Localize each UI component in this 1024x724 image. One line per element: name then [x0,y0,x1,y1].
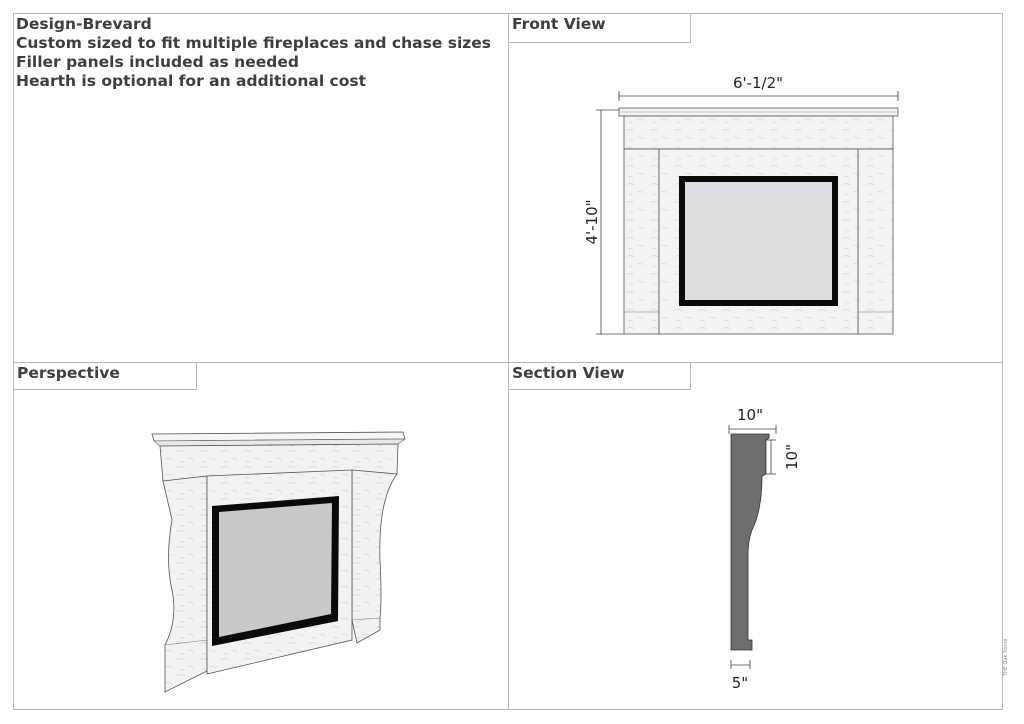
firebox-glass [685,182,832,300]
mantel-frieze [623,115,894,150]
design-notes: Design-Brevard Custom sized to fit multi… [16,15,491,91]
height-dimension-text: 4'-10" [583,199,601,244]
perspective-firebox-glass [219,503,332,637]
note-hearth: Hearth is optional for an additional cos… [16,72,367,90]
top-dimension-text: 10" [737,406,763,424]
design-title: Design-Brevard [16,15,152,33]
perspective-drawing [151,431,406,693]
front-view-drawing: 6'-1/2" 4'-10" [583,74,899,335]
left-leg [623,148,660,335]
note-custom-size: Custom sized to fit multiple fireplaces … [16,34,492,52]
front-view-label: Front View [509,14,691,43]
perspective-right-leg [351,469,398,644]
horizontal-divider [13,362,1003,363]
side-dimension-text: 10" [783,444,801,470]
section-view-label: Section View [509,363,691,390]
width-dimension-text: 6'-1/2" [733,74,783,92]
note-filler-panels: Filler panels included as needed [16,53,299,71]
section-view-drawing: 10" 10" 5" [728,406,801,692]
bottom-dimension-text: 5" [732,674,748,692]
right-leg [857,148,894,335]
perspective-left-leg [162,475,208,693]
perspective-label: Perspective [14,363,197,390]
vertical-divider [508,13,509,710]
section-profile [730,433,770,651]
footnote-logo-text: THE Oak Stone [1003,638,1009,677]
